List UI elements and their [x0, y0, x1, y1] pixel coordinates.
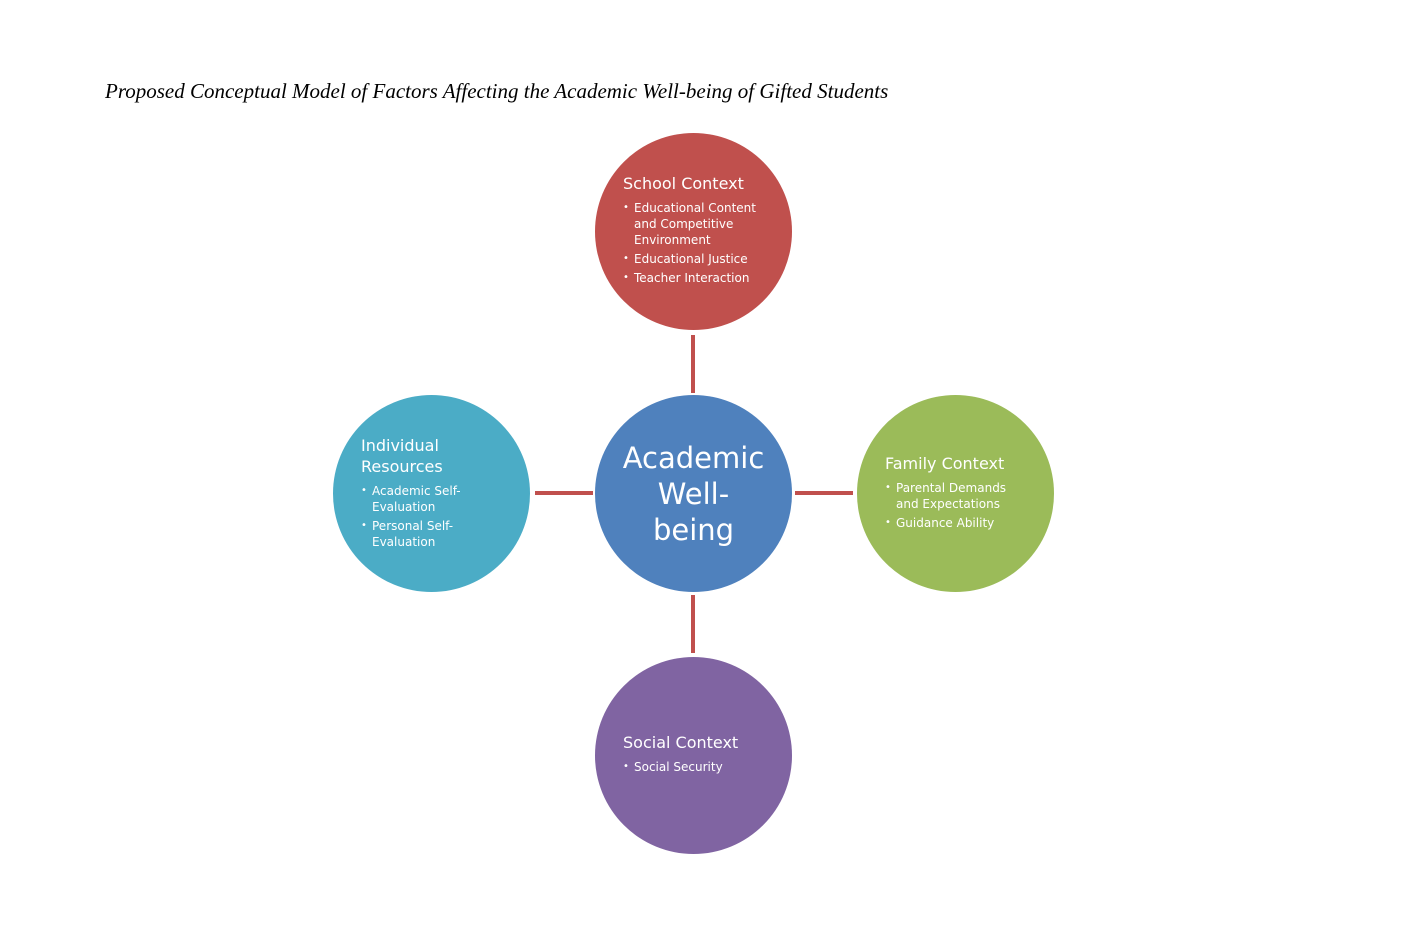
individual-resources-node: Individual Resources Academic Self-Evalu…: [333, 395, 530, 592]
connector-top: [691, 335, 695, 393]
academic-wellbeing-node: Academic Well- being: [595, 395, 792, 592]
individual-item: Academic Self-Evaluation: [361, 483, 461, 515]
individual-heading: Individual Resources: [361, 436, 443, 476]
connector-right: [795, 491, 853, 495]
connector-bottom: [691, 595, 695, 653]
connector-left: [535, 491, 593, 495]
center-label-line: Well-: [657, 476, 730, 511]
family-heading: Family Context: [885, 454, 1005, 473]
school-heading: School Context: [623, 174, 744, 193]
school-item: Teacher Interaction: [623, 270, 758, 286]
school-item: Educational Justice: [623, 251, 758, 267]
social-item: Social Security: [623, 759, 772, 775]
school-context-node: School Context Educational Content and C…: [595, 133, 792, 330]
family-item: Guidance Ability: [885, 515, 1010, 531]
social-heading: Social Context: [623, 733, 739, 752]
figure-title: Proposed Conceptual Model of Factors Aff…: [105, 79, 889, 103]
family-context-node: Family Context Parental Demands and Expe…: [857, 395, 1054, 592]
center-label-line: Academic: [622, 440, 765, 475]
center-label-line: being: [652, 512, 735, 547]
family-item: Parental Demands and Expectations: [885, 480, 1010, 512]
individual-item: Personal Self-Evaluation: [361, 518, 461, 550]
social-context-node: Social Context Social Security: [595, 657, 792, 854]
school-item: Educational Content and Competitive Envi…: [623, 200, 758, 248]
